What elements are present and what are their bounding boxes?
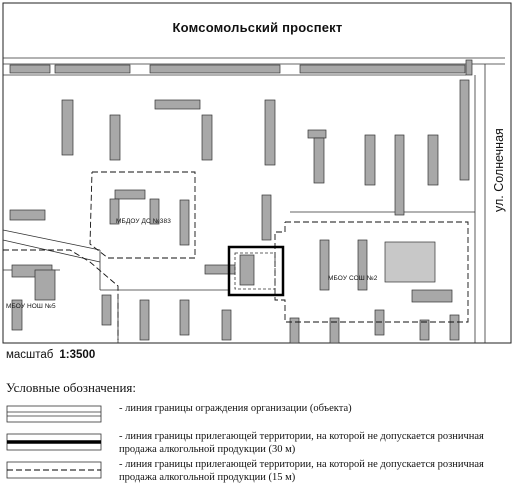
building	[154, 99, 201, 110]
building	[299, 64, 466, 74]
dashed-line-symbol	[6, 461, 102, 479]
building	[264, 99, 276, 166]
building	[9, 64, 51, 74]
legend-text-fence: - линия границы ограждения организации (…	[119, 403, 352, 414]
object-label-kindergarten: МБДОУ ДС №383	[116, 218, 171, 225]
thick-line-symbol	[6, 433, 102, 451]
building	[459, 79, 470, 181]
building	[289, 317, 300, 344]
building	[109, 198, 120, 225]
building	[465, 59, 473, 76]
building	[419, 319, 430, 341]
building	[329, 317, 340, 344]
building	[201, 114, 213, 161]
building	[449, 314, 460, 341]
building	[149, 198, 160, 225]
building	[139, 299, 150, 341]
legend-text-30m: - линия границы прилегающей территории, …	[119, 431, 484, 455]
building	[101, 294, 112, 326]
building	[34, 269, 56, 301]
building	[179, 299, 190, 336]
building	[61, 99, 74, 156]
building	[374, 309, 385, 336]
boundary-30m	[227, 245, 285, 297]
building	[221, 309, 232, 341]
map-scale: масштаб 1:3500	[6, 349, 95, 361]
buildings	[9, 59, 473, 344]
scale-value: 1:3500	[59, 349, 96, 361]
building	[54, 64, 131, 74]
building	[239, 254, 255, 286]
building	[319, 239, 330, 291]
building	[427, 134, 439, 186]
boundary-15m	[3, 171, 469, 340]
object-label-school-5: МБОУ НОШ №5	[6, 303, 56, 310]
map-frame	[2, 2, 512, 344]
street-label-komsomolsky: Комсомольский проспект	[172, 20, 343, 35]
building	[364, 134, 376, 186]
building	[11, 299, 23, 331]
building	[204, 264, 236, 275]
street-label-solnechnaya: ул. Солнечная	[492, 128, 506, 212]
legend-item-fence: - линия границы ограждения организации (…	[6, 402, 509, 432]
building	[411, 289, 453, 303]
building	[179, 199, 190, 246]
legend-item-30m: - линия границы прилегающей территории, …	[6, 430, 509, 460]
building	[114, 189, 146, 200]
legend-title: Условные обозначения:	[6, 380, 137, 395]
building	[384, 241, 436, 283]
object-fence	[234, 252, 276, 290]
legend-text-15m: - линия границы прилегающей территории, …	[119, 459, 484, 483]
scale-label: масштаб	[6, 349, 54, 361]
building	[9, 209, 46, 221]
building	[357, 239, 368, 291]
site-plan-map	[2, 2, 512, 344]
object-label-school-2: МБОУ СОШ №2	[328, 275, 378, 282]
double-line-symbol	[6, 405, 102, 423]
building	[149, 64, 281, 74]
building	[313, 137, 325, 184]
building	[261, 194, 272, 241]
building	[394, 134, 405, 216]
building	[109, 114, 121, 161]
building	[307, 129, 327, 139]
legend-item-15m: - линия границы прилегающей территории, …	[6, 458, 509, 488]
